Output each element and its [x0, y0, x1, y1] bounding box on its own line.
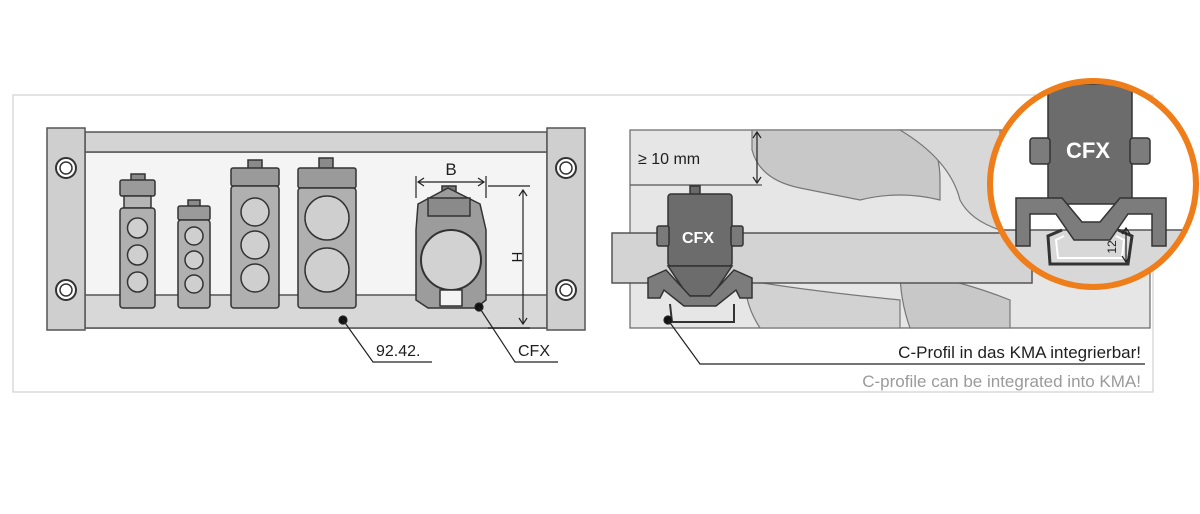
callout-rail-leader: [338, 315, 432, 363]
top-crossbar: [84, 131, 548, 153]
caption-german: C-Profil in das KMA integrierbar!: [898, 343, 1141, 362]
callout-rail-label: 92.42.: [376, 343, 420, 360]
caption-english: C-profile can be integrated into KMA!: [862, 372, 1141, 391]
callout-cfx-leader: [474, 302, 558, 363]
chain-link-shape: [897, 129, 1001, 231]
zoom-highlight-ring: [987, 78, 1199, 290]
caption-leader: [663, 315, 1145, 365]
zoom-dimension-label: 12: [1105, 240, 1119, 254]
zoom-c-profile-inner: [1054, 235, 1126, 259]
bolt-icon: [55, 279, 77, 301]
left-panel: B H 92.42. CFX: [46, 127, 586, 363]
cable-clamp-small-triple: [119, 173, 156, 309]
dimension-b-label: B: [445, 160, 456, 179]
zoom-clamp-foot: [1015, 197, 1167, 247]
zoom-clamp-knob: [1129, 137, 1151, 165]
zoom-clamp-label: CFX: [1066, 138, 1110, 163]
cable-clamp-large-double: [297, 157, 357, 309]
chain-link-shape: [744, 279, 901, 329]
zoom-detail: CFX 12: [987, 78, 1199, 290]
zoom-dimension: [1121, 226, 1131, 264]
dimension-gap: [752, 130, 762, 185]
dimension-h: [488, 185, 530, 329]
cfx-clamp-label: CFX: [682, 230, 714, 247]
dimension-h-label: H: [508, 252, 525, 263]
cfx-clamp: [415, 185, 487, 309]
zoom-c-profile: [1046, 228, 1134, 266]
dimension-b: [415, 176, 487, 198]
cfx-clamp-mounted: [647, 185, 753, 323]
bolt-icon: [555, 157, 577, 179]
bolt-icon: [555, 279, 577, 301]
bolt-icon: [55, 157, 77, 179]
gap-label: ≥ 10 mm: [638, 151, 700, 168]
zoom-clamp-knob: [1029, 137, 1051, 165]
cable-clamp-narrow-triple: [177, 199, 211, 309]
callout-cfx-label: CFX: [518, 343, 550, 360]
cable-clamp-medium-triple: [230, 159, 280, 309]
